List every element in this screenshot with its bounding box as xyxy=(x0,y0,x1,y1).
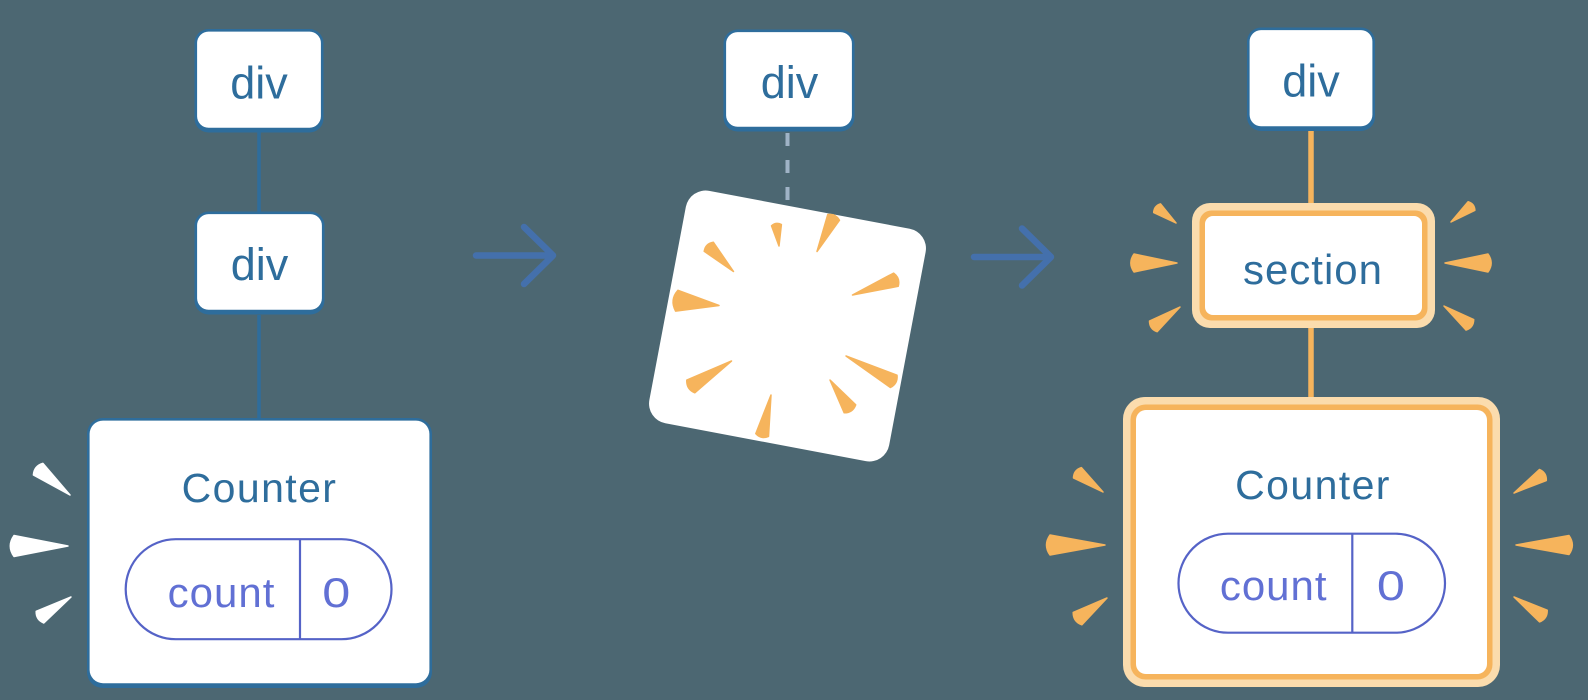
svg-text:Counter: Counter xyxy=(182,465,338,511)
svg-text:div: div xyxy=(230,58,288,109)
svg-text:div: div xyxy=(761,57,819,108)
svg-text:0: 0 xyxy=(322,569,350,616)
svg-text:0: 0 xyxy=(1377,562,1405,609)
svg-text:div: div xyxy=(1282,56,1340,107)
svg-text:count: count xyxy=(168,569,276,616)
svg-text:div: div xyxy=(231,239,289,290)
svg-text:count: count xyxy=(1220,562,1328,609)
svg-text:Counter: Counter xyxy=(1235,462,1391,508)
svg-text:section: section xyxy=(1243,246,1383,293)
